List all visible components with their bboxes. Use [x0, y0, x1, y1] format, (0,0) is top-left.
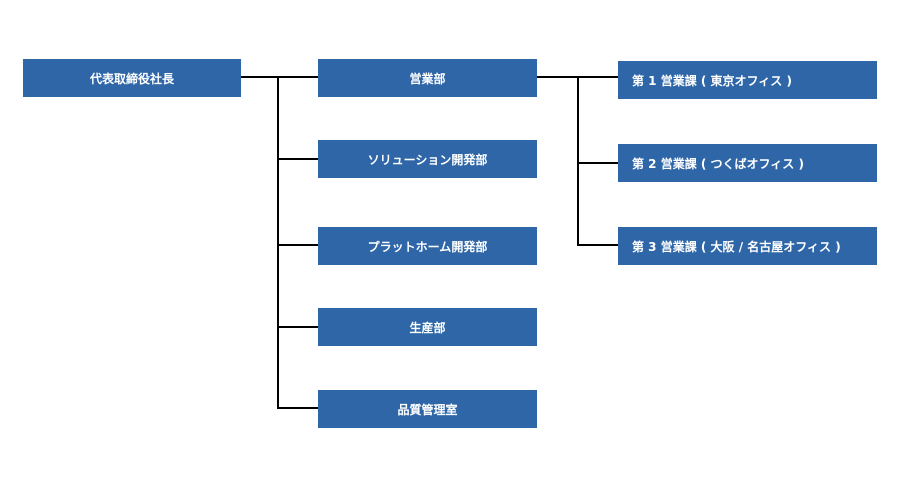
connector-to-section-3: [577, 244, 618, 246]
dept-sales-box: 営業部: [318, 59, 537, 97]
dept-solution-dev-label: ソリューション開発部: [367, 152, 488, 167]
connector-to-quality: [277, 407, 318, 409]
sales-section-2-box: 第 2 営業課 ( つくばオフィス ): [618, 144, 877, 182]
connector-to-section-2: [577, 162, 618, 164]
sales-section-3-label: 第 3 営業課 ( 大阪 / 名古屋オフィス ): [632, 239, 841, 254]
connector-sales-trunk: [577, 76, 579, 246]
dept-quality-box: 品質管理室: [318, 390, 537, 428]
dept-platform-dev-box: プラットホーム開発部: [318, 227, 537, 265]
connector-to-production: [277, 326, 318, 328]
connector-dept-trunk: [277, 76, 279, 409]
sales-section-1-box: 第 1 営業課 ( 東京オフィス ): [618, 61, 877, 99]
sales-section-2-label: 第 2 営業課 ( つくばオフィス ): [632, 156, 804, 171]
dept-solution-dev-box: ソリューション開発部: [318, 140, 537, 178]
dept-production-label: 生産部: [409, 320, 446, 335]
dept-production-box: 生産部: [318, 308, 537, 346]
dept-sales-label: 営業部: [409, 71, 446, 86]
connector-to-platform-dev: [277, 244, 318, 246]
connector-sales-to-trunk: [537, 76, 578, 78]
dept-platform-dev-label: プラットホーム開発部: [367, 239, 488, 254]
ceo-box: 代表取締役社長: [23, 59, 241, 97]
ceo-label: 代表取締役社長: [89, 71, 174, 86]
dept-quality-label: 品質管理室: [397, 402, 458, 417]
sales-section-1-label: 第 1 営業課 ( 東京オフィス ): [632, 73, 792, 88]
sales-section-3-box: 第 3 営業課 ( 大阪 / 名古屋オフィス ): [618, 227, 877, 265]
connector-to-section-1: [577, 76, 618, 78]
connector-to-sales: [277, 76, 318, 78]
connector-ceo-to-trunk: [241, 76, 278, 78]
connector-to-solution-dev: [277, 158, 318, 160]
